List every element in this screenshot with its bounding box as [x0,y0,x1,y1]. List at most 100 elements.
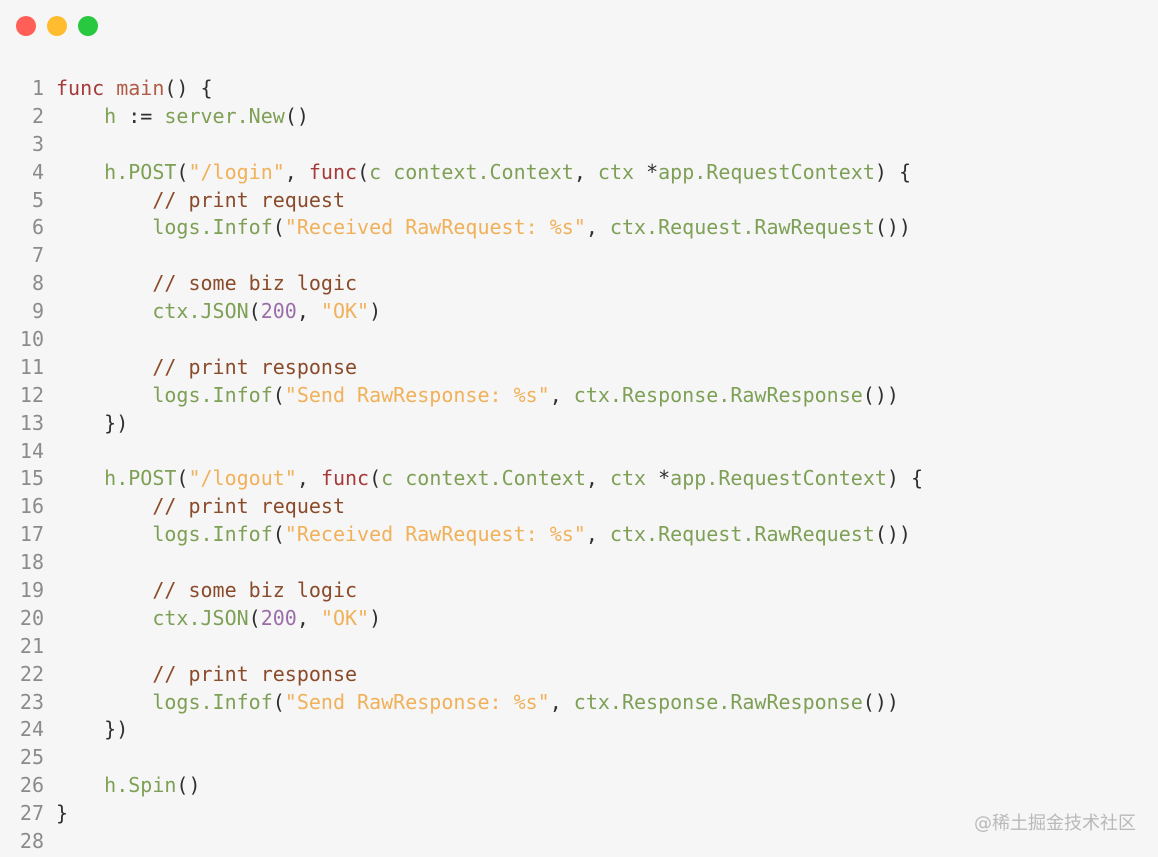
code-line-content: h.Spin() [56,773,1158,797]
code-token: app.RequestContext [658,159,875,184]
line-number: 6 [31,215,44,240]
code-token: * [634,159,659,184]
code-token: := [116,103,165,128]
code-token: ()) [874,215,911,240]
line-number: 2 [31,103,44,128]
code-token: h [104,103,117,128]
code-line: 8 // some biz logic [0,269,1158,297]
code-token: ( [176,466,189,491]
line-number: 19 [19,577,44,602]
code-line-content: h := server.New() [56,104,1158,128]
line-number: 4 [31,159,44,184]
code-line-content: ctx.JSON(200, "OK") [56,606,1158,630]
code-token [56,578,152,602]
code-token [56,299,152,323]
line-number: 3 [31,131,44,156]
minimize-dot-icon[interactable] [47,16,67,36]
line-number: 12 [19,382,44,407]
code-line: 18 [0,548,1158,576]
code-token [104,76,116,100]
code-token [56,188,152,212]
line-number: 5 [31,187,44,212]
code-token: , [296,466,321,491]
code-token: * [646,466,671,491]
code-token: "OK" [320,299,370,324]
line-number: 22 [19,661,44,686]
code-token: app.RequestContext [670,466,887,491]
code-token: , [284,159,309,184]
code-line-content: // print request [56,494,1158,518]
code-token: "Received RawRequest: %s" [284,522,586,547]
code-token: ( [272,382,285,407]
code-token: ( [176,159,189,184]
code-line: 19 // some biz logic [0,576,1158,604]
code-token: h.Spin [104,773,177,798]
code-token [56,522,152,546]
code-line-content: // some biz logic [56,578,1158,602]
zoom-dot-icon[interactable] [78,16,98,36]
line-number: 16 [19,494,44,519]
code-token: 200 [260,605,297,630]
code-token: , [585,466,610,491]
code-token [56,466,104,490]
code-token: ( [357,159,370,184]
code-line-content: // print request [56,188,1158,212]
line-number: 9 [31,299,44,324]
code-line: 16 // print request [0,492,1158,520]
code-token: ( [248,605,261,630]
code-line: 2 h := server.New() [0,102,1158,130]
line-number: 28 [19,828,44,853]
code-line: 6 logs.Infof("Received RawRequest: %s", … [0,213,1158,241]
code-line-content: }) [56,411,1158,435]
code-token: // some biz logic [152,271,358,296]
line-number: 15 [19,466,44,491]
code-token: // print response [152,354,358,379]
code-token: ctx.JSON [152,299,249,324]
code-line: 7 [0,241,1158,269]
code-token: }) [104,717,129,742]
code-line-content: logs.Infof("Received RawRequest: %s", ct… [56,522,1158,546]
code-token: server.New [164,103,285,128]
code-token: // print response [152,661,358,686]
code-line-content: } [56,801,1158,825]
code-token: h.POST [104,466,177,491]
code-token: c context.Context [381,466,586,491]
code-token: , [296,299,321,324]
code-token: h.POST [104,159,177,184]
code-token: ()) [874,522,911,547]
code-token: , [585,522,610,547]
code-token: ctx.Response.RawResponse [573,382,863,407]
code-token [56,717,104,741]
code-token: , [296,605,321,630]
window-controls [16,16,98,36]
code-token [56,215,152,239]
line-number: 8 [31,271,44,296]
code-token [56,690,152,714]
line-number: 13 [19,410,44,435]
code-token: } [56,801,69,826]
code-token: , [549,382,574,407]
code-token: "Send RawResponse: %s" [284,689,550,714]
code-token: c context.Context [369,159,574,184]
code-line: 4 h.POST("/login", func(c context.Contex… [0,158,1158,186]
code-token: ( [369,466,382,491]
code-line-content: ctx.JSON(200, "OK") [56,299,1158,323]
code-token: func [56,75,105,100]
code-line: 12 logs.Infof("Send RawResponse: %s", ct… [0,381,1158,409]
close-dot-icon[interactable] [16,16,36,36]
code-token: ) [369,299,382,324]
code-line: 11 // print response [0,353,1158,381]
code-token: ctx [609,466,647,491]
code-line: 22 // print response [0,660,1158,688]
code-token: () [284,103,309,128]
code-line-content: }) [56,717,1158,741]
code-line-content: logs.Infof("Received RawRequest: %s", ct… [56,215,1158,239]
code-line: 13 }) [0,409,1158,437]
code-line: 27} [0,799,1158,827]
line-number: 27 [19,801,44,826]
code-line-content: // some biz logic [56,271,1158,295]
line-number: 25 [19,745,44,770]
code-token: ( [248,299,261,324]
code-line: 23 logs.Infof("Send RawResponse: %s", ct… [0,688,1158,716]
code-token [56,494,152,518]
